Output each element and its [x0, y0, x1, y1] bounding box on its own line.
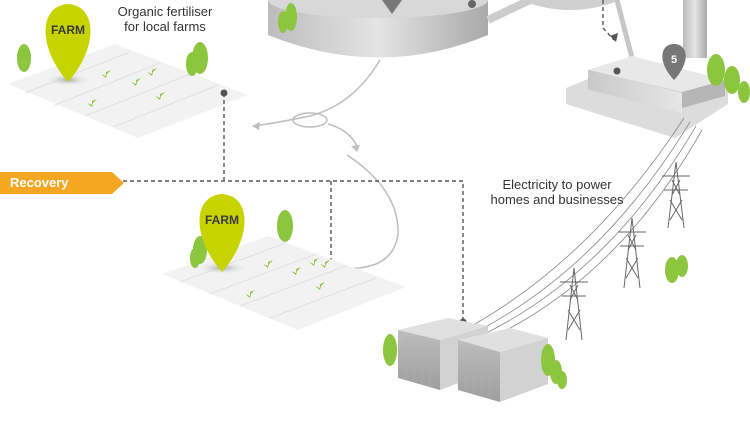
distribution-loop [252, 59, 399, 270]
farm-pin-bottom: FARM [198, 194, 246, 274]
generator-building [566, 56, 728, 138]
farm-pin-top-label: FARM [51, 23, 85, 37]
tree-group-tanks [278, 3, 297, 33]
step-marker-5: 5 [662, 44, 686, 80]
crops-top [87, 68, 165, 107]
digester-tanks [268, 0, 707, 59]
power-lines [463, 117, 703, 343]
tree-group-farm-bottom [190, 210, 293, 268]
tree-group-farm-top [17, 42, 208, 76]
dashed-flow-recovery [123, 180, 464, 322]
pylon-1 [560, 267, 588, 341]
label-organic-fertiliser: Organic fertiliser for local farms [117, 4, 213, 34]
crops-bottom [245, 258, 330, 298]
tree-group-substation [383, 334, 567, 389]
dashed-flow-tank-to-generator [602, 0, 615, 41]
step-marker-number: 5 [671, 54, 677, 66]
farm-pin-top: FARM [45, 4, 91, 86]
tree-group-generator [707, 54, 750, 103]
pylon-2 [618, 217, 646, 289]
recovery-label: Recovery [10, 175, 69, 190]
farm-pin-bottom-label: FARM [205, 213, 239, 227]
substation-buildings [398, 318, 548, 402]
label-electricity: Electricity to power homes and businesse… [490, 177, 624, 207]
tree-group-pylons [665, 255, 688, 283]
farm-field-top [8, 44, 248, 138]
pylon-3 [662, 161, 690, 229]
